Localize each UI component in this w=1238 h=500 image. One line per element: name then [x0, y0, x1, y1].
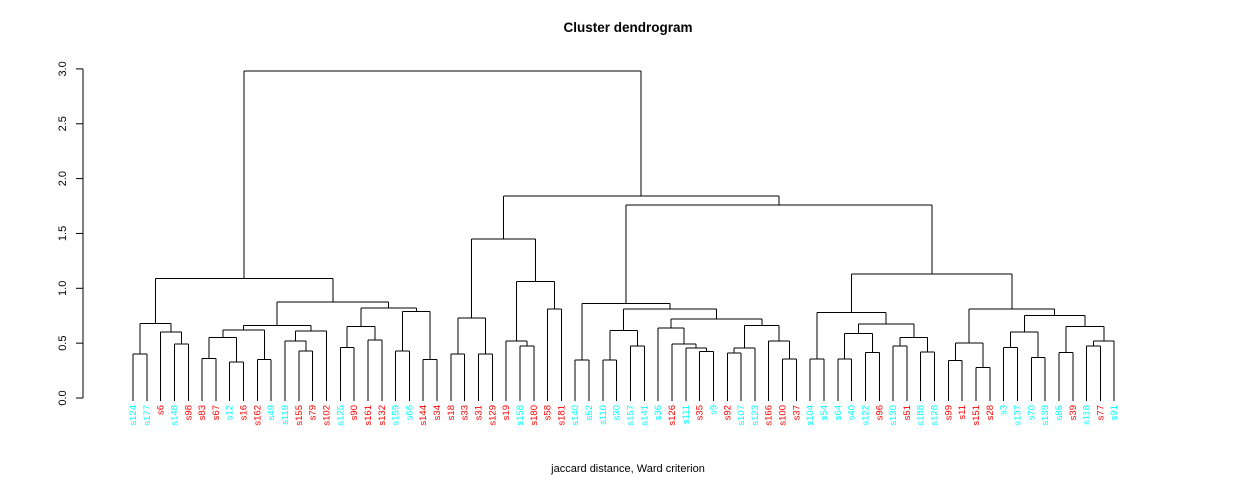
leaf-label: s77 [1095, 405, 1106, 420]
y-axis: 0.0 0.5 1.0 1.5 2.0 2.5 3.0 [57, 61, 84, 406]
leaf-label: s128 [930, 405, 941, 426]
leaf-label: s122 [860, 405, 871, 426]
leaf-label: s39 [1068, 405, 1079, 420]
y-tick-label: 1.5 [57, 226, 69, 241]
leaf-label: s16 [239, 405, 250, 420]
leaf-label: s52 [584, 405, 595, 420]
leaf-label: s100 [778, 405, 789, 426]
leaf-label: s129 [487, 405, 498, 426]
x-axis-label: jaccard distance, Ward criterion [550, 463, 705, 475]
leaf-label: s110 [598, 405, 609, 425]
leaf-label: s91 [1109, 405, 1120, 420]
leaf-label: s158 [515, 405, 526, 426]
leaf-label: s151 [971, 405, 982, 426]
dendrogram-tree [132, 70, 1115, 401]
leaf-label: s64 [833, 405, 844, 420]
y-tick-label: 2.5 [57, 116, 69, 131]
leaf-label: s148 [169, 405, 180, 426]
leaf-label: s3 [999, 405, 1010, 415]
leaf-label: s124 [128, 405, 139, 426]
leaf-label: s19 [501, 405, 512, 420]
leaf-label: s119 [280, 405, 291, 425]
leaf-label: s98 [183, 405, 194, 420]
leaf-label: s166 [764, 405, 775, 426]
leaf-label: s31 [474, 405, 485, 420]
leaf-label: s36 [653, 405, 664, 420]
leaf-label: s40 [847, 405, 858, 420]
leaf-label: s161 [363, 405, 374, 426]
leaf-label: s139 [1040, 405, 1051, 426]
leaf-label: s118 [1082, 405, 1093, 425]
y-tick-label: 2.0 [57, 171, 69, 186]
leaf-label: s141 [639, 405, 650, 426]
leaf-label: s67 [211, 405, 222, 420]
leaf-label: s130 [888, 405, 899, 426]
leaf-label: s54 [819, 405, 830, 420]
leaf-label: s58 [543, 405, 554, 420]
leaf-label: s126 [667, 405, 678, 426]
chart-title: Cluster dendrogram [563, 20, 692, 35]
leaf-label: s90 [349, 405, 360, 420]
leaf-label: s9 [708, 405, 719, 415]
leaf-label: s30 [612, 405, 623, 420]
leaf-label: s177 [142, 405, 153, 426]
leaf-label: s107 [736, 405, 747, 426]
leaf-label: s34 [432, 405, 443, 420]
leaf-label: s12 [225, 405, 236, 420]
y-tick-label: 0.0 [57, 390, 69, 405]
leaf-label: s104 [805, 405, 816, 426]
leaf-label: s92 [722, 405, 733, 420]
leaf-label: s33 [460, 405, 471, 420]
leaf-label: s140 [570, 405, 581, 426]
leaf-label: s111 [681, 405, 692, 424]
leaf-label: s181 [556, 405, 567, 426]
leaf-label: s37 [791, 405, 802, 420]
leaf-label: s70 [1026, 405, 1037, 420]
leaf-label: s66 [404, 405, 415, 420]
leaf-label: s28 [985, 405, 996, 420]
leaf-label: s83 [197, 405, 208, 420]
leaf-label: s159 [391, 405, 402, 426]
leaf-label: s35 [695, 405, 706, 420]
leaf-label: s79 [308, 405, 319, 420]
leaf-label: s125 [335, 405, 346, 426]
leaf-label: s99 [943, 405, 954, 420]
leaf-label: s132 [377, 405, 388, 426]
leaf-label: s155 [294, 405, 305, 426]
y-tick-label: 3.0 [57, 61, 69, 76]
leaf-label: s102 [321, 405, 332, 426]
leaf-label: s49 [266, 405, 277, 420]
leaf-label: s18 [446, 405, 457, 420]
y-tick-label: 1.0 [57, 281, 69, 296]
leaf-label: s11 [957, 405, 968, 420]
leaf-label: s180 [529, 405, 540, 426]
leaf-label: s96 [874, 405, 885, 420]
leaf-label: s123 [750, 405, 761, 426]
leaf-label: s157 [626, 405, 637, 426]
leaf-label: s137 [1012, 405, 1023, 426]
y-tick-label: 0.5 [57, 336, 69, 351]
leaf-label: s85 [1054, 405, 1065, 420]
leaf-label: s144 [418, 405, 429, 426]
leaf-label: s162 [252, 405, 263, 426]
leaf-label: s6 [156, 405, 167, 415]
leaf-label: s188 [916, 405, 927, 426]
leaf-label: s51 [902, 405, 913, 420]
